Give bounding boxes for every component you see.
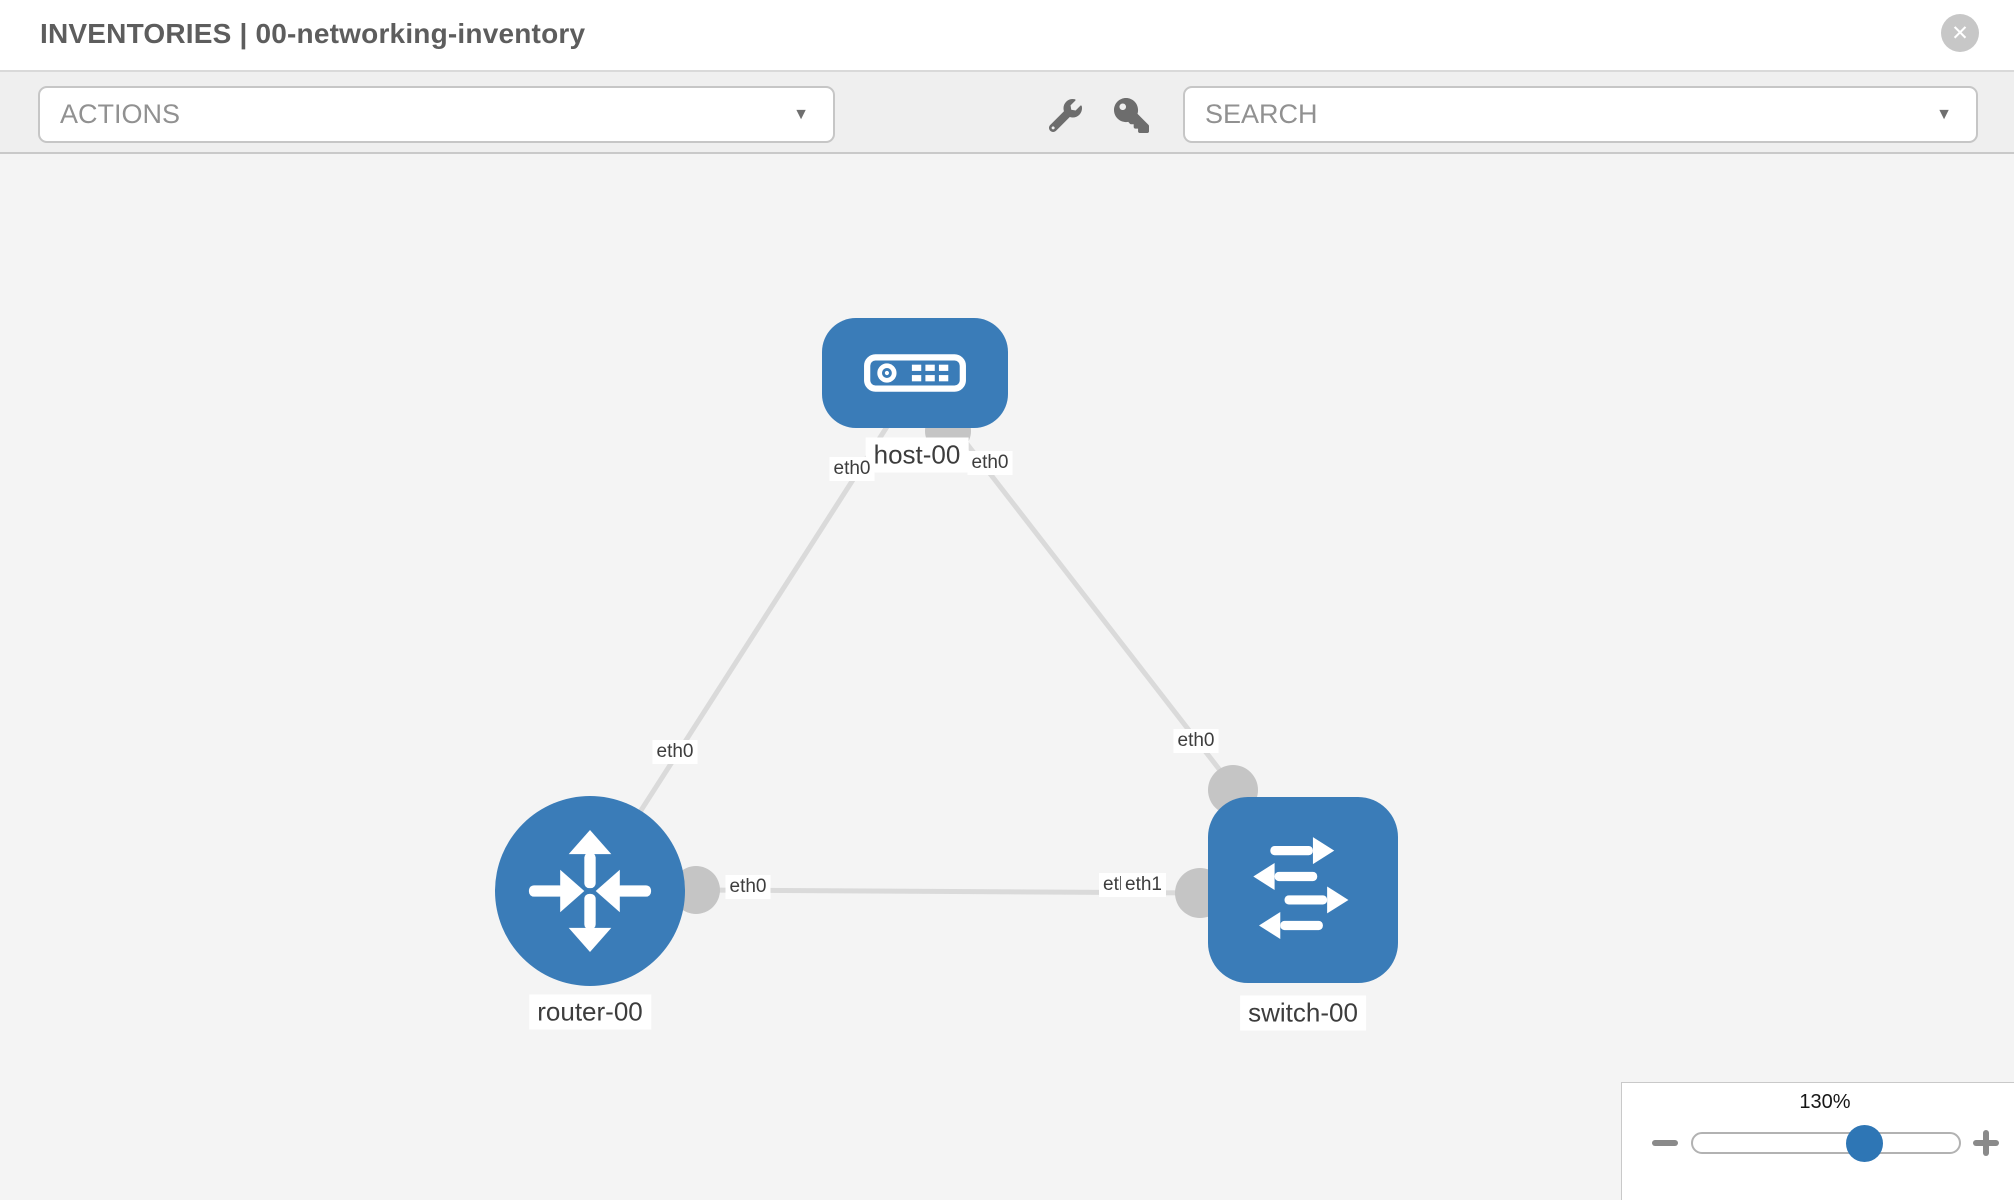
key-button[interactable] [1112,96,1150,134]
page-title: INVENTORIES | 00-networking-inventory [40,18,586,49]
node-switch-00[interactable] [1208,797,1398,983]
node-label-host: host-00 [865,437,969,473]
close-icon: ✕ [1951,21,1969,45]
zoom-slider-thumb[interactable] [1846,1125,1883,1162]
interface-label: eth0 [652,740,698,764]
header: INVENTORIES | 00-networking-inventory ✕ [0,0,2014,72]
host-icon [864,354,966,392]
zoom-control-panel: 130% [1621,1082,2014,1200]
interface-label: eth0 [725,875,771,899]
node-router-00[interactable] [495,796,685,986]
interface-label: eth1 [1121,873,1166,897]
plus-icon [1983,1130,1989,1156]
node-label-router: router-00 [529,994,651,1030]
tools-button[interactable] [1046,96,1084,134]
interface-label: eth0 [829,457,875,481]
search-placeholder: SEARCH [1205,99,1318,129]
node-host-00[interactable] [822,318,1008,428]
actions-dropdown-label: ACTIONS [60,99,181,129]
switch-icon [1253,837,1349,939]
node-label-switch: switch-00 [1240,995,1366,1031]
topology-canvas[interactable]: host-00 router-00 switch-00 eth0 eth0 et… [0,154,2014,1200]
zoom-in-button[interactable] [1966,1123,2006,1163]
toolbar: ACTIONS ▼ SEARCH ▼ [0,72,2014,154]
interface-label: eth0 [967,451,1013,475]
chevron-down-icon: ▼ [793,105,809,123]
zoom-level-text: 130% [1799,1091,1851,1113]
key-icon [1113,97,1149,133]
interface-label: eth0 [1173,729,1219,753]
minus-icon [1652,1140,1678,1146]
router-icon [528,829,652,953]
close-button[interactable]: ✕ [1941,14,1979,52]
wrench-icon [1048,98,1082,132]
actions-dropdown[interactable]: ACTIONS ▼ [38,86,835,143]
zoom-slider-track[interactable] [1691,1132,1961,1154]
zoom-out-button[interactable] [1645,1123,1685,1163]
topology-edges-layer [587,408,1258,918]
chevron-down-icon: ▼ [1936,105,1952,123]
search-dropdown[interactable]: SEARCH ▼ [1183,86,1978,143]
